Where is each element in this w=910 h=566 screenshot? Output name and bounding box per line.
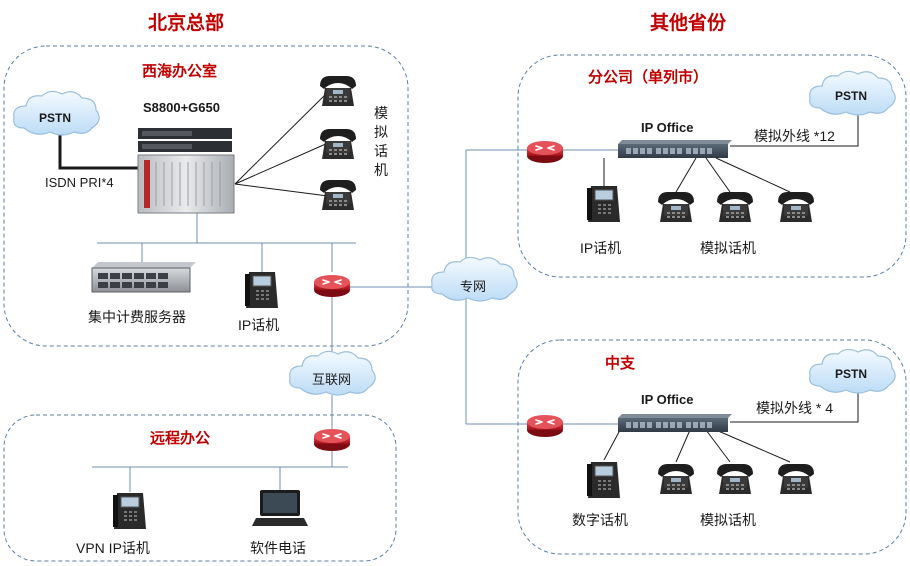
analog-phones-label-zhongzhi: 模拟话机 xyxy=(700,512,756,528)
pstn-label-zhongzhi: PSTN xyxy=(835,367,868,381)
router-branch xyxy=(526,140,564,164)
billing-server xyxy=(91,262,196,293)
pbx-s8800-g650 xyxy=(137,128,235,214)
internet-label: 互联网 xyxy=(312,372,352,387)
ip-office-branch xyxy=(618,140,732,158)
pstn-label-hq: PSTN xyxy=(39,111,72,125)
pbx-model-label: S8800+G650 xyxy=(143,100,220,115)
region-title-remote: 远程办公 xyxy=(150,430,211,447)
vpn-ip-phone xyxy=(112,492,147,530)
region-title-branch: 分公司（单列市） xyxy=(588,69,709,86)
private-network-label: 专网 xyxy=(460,279,487,294)
header-hq: 北京总部 xyxy=(148,13,225,34)
analog-phone-zhongzhi-3 xyxy=(778,464,814,494)
billing-server-label: 集中计费服务器 xyxy=(88,309,186,325)
region-zhongzhi xyxy=(517,339,907,555)
softphone-laptop xyxy=(252,490,308,526)
isdn-label: ISDN PRI*4 xyxy=(45,175,114,190)
ip-phone-label-hq: IP话机 xyxy=(238,317,280,333)
analog-phone-hq-1 xyxy=(320,76,356,106)
analog-phone-hq-3 xyxy=(320,180,356,210)
region-xihai xyxy=(3,45,409,347)
analog-phone-zhongzhi-2 xyxy=(717,464,753,494)
analog-phones-label-branch: 模拟话机 xyxy=(700,240,756,256)
analog-phone-hq-2 xyxy=(320,129,356,159)
analog-phone-branch-2 xyxy=(717,192,753,222)
region-title-xihai: 西海办公室 xyxy=(142,63,218,80)
ip-office-zhongzhi xyxy=(618,414,732,432)
ip-office-label-zhongzhi: IP Office xyxy=(641,392,694,407)
region-remote xyxy=(3,414,397,562)
router-hq xyxy=(313,274,351,298)
router-zhongzhi xyxy=(526,414,564,438)
softphone-label: 软件电话 xyxy=(250,540,306,556)
pstn-label-branch: PSTN xyxy=(835,89,868,103)
ip-office-label-branch: IP Office xyxy=(641,120,694,135)
analog-phones-label-hq: 模拟话机 xyxy=(374,105,388,178)
digital-phone-label: 数字话机 xyxy=(572,512,628,528)
trunk-label-branch: 模拟外线 *12 xyxy=(754,128,835,144)
router-remote xyxy=(313,428,351,452)
analog-phone-branch-3 xyxy=(778,192,814,222)
ip-phone-branch xyxy=(586,185,621,223)
trunk-label-zhongzhi: 模拟外线 * 4 xyxy=(756,400,834,416)
digital-phone-zhongzhi xyxy=(586,461,621,499)
ip-phone-label-branch: IP话机 xyxy=(580,240,622,256)
region-title-zhongzhi: 中支 xyxy=(605,355,636,372)
analog-phone-zhongzhi-1 xyxy=(658,464,694,494)
analog-phone-branch-1 xyxy=(658,192,694,222)
ip-phone-hq xyxy=(244,271,279,309)
header-provinces: 其他省份 xyxy=(650,13,727,34)
vpn-phone-label: VPN IP话机 xyxy=(76,540,150,556)
